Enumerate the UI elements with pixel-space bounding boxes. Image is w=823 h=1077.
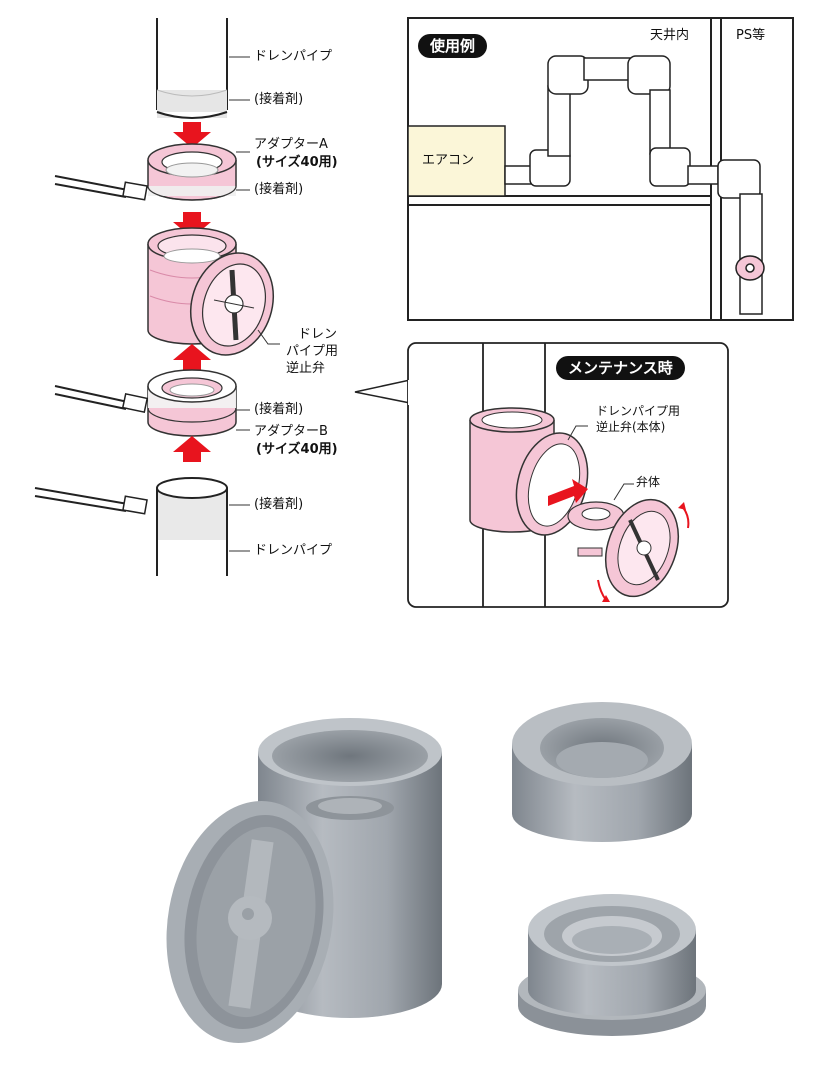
adapter-a-illustration [147,143,237,201]
adapter-a-photo [512,702,692,842]
leader-lines-left [229,56,280,552]
label-check-valve-2: パイプ用 [286,344,339,359]
check-valve-photo [166,718,442,1043]
label-adhesive-2: (接着剤) [254,182,304,197]
arrow-up-1 [173,344,211,370]
maintenance-badge: メンテナンス時 [556,356,685,380]
label-adapter-a: アダプターA [254,137,328,152]
label-adapter-a-size: (サイズ40用) [256,155,338,170]
label-ceiling: 天井内 [650,28,690,43]
drain-pipe-bottom [156,477,228,576]
drain-pipe-top [156,18,228,119]
arrow-down-1 [173,122,211,148]
check-valve-illustration [147,227,275,356]
label-drain-pipe-top: ドレンパイプ [254,49,333,64]
maintenance-panel [407,342,729,608]
usage-example-badge: 使用例 [418,34,488,58]
cable-b [54,385,149,414]
label-adapter-b: アダプターB [254,424,328,439]
usage-example-panel [407,17,794,321]
label-adhesive-4: (接着剤) [254,497,304,512]
label-valve-body-2: 逆止弁(本体) [596,420,666,434]
label-aircon: エアコン [422,153,475,168]
label-check-valve-3: 逆止弁 [286,361,326,376]
label-check-valve-1: ドレン [298,327,338,342]
adapter-b-illustration [147,369,237,437]
label-adhesive-3: (接着剤) [254,402,304,417]
label-valve-body-1: ドレンパイプ用 [596,404,681,418]
label-drain-pipe-bottom: ドレンパイプ [254,543,333,558]
label-adapter-b-size: (サイズ40用) [256,442,338,457]
callout-pointer [354,379,411,404]
adapter-b-photo [518,894,706,1036]
cable-a [54,175,148,201]
aircon-unit [407,125,506,197]
arrow-up-2 [173,436,211,462]
arrow-down-2 [173,212,211,238]
label-valve: 弁体 [636,475,661,489]
piping-route [504,55,765,315]
label-ps: PS等 [736,28,766,43]
label-adhesive-1: (接着剤) [254,92,304,107]
cable-c [34,487,148,515]
